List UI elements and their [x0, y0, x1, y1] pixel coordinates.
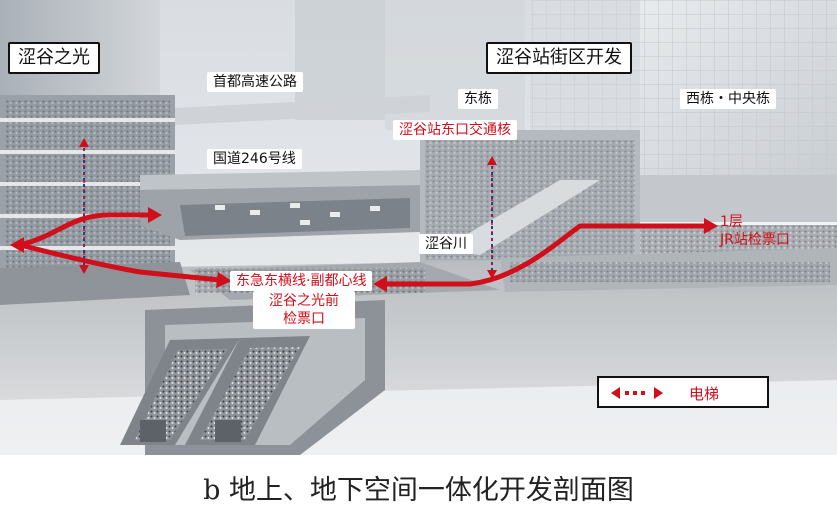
label-west-central-building: 西栋・中央栋 — [680, 89, 776, 109]
label-hikarie-gate: 涩谷之光前 检票口 — [253, 291, 355, 329]
label-expressway: 首都高速公路 — [207, 72, 303, 92]
road-deck — [140, 95, 430, 240]
label-tokyu-lines: 东急东横线·副都心线 — [230, 271, 373, 291]
label-jr-gate: 1层 JR站检票口 — [714, 212, 824, 250]
legend-label: 电梯 — [689, 385, 720, 403]
label-east-building: 东栋 — [458, 89, 498, 109]
label-jr-gate-line2: JR站检票口 — [720, 232, 790, 248]
label-shibuya-hikarie: 涩谷之光 — [8, 42, 100, 74]
label-hikarie-gate-line2: 检票口 — [283, 311, 325, 327]
elevator-shafts — [79, 138, 497, 279]
legend: 电梯 — [597, 376, 769, 408]
label-jr-gate-line1: 1层 — [720, 214, 743, 230]
subway-station — [120, 300, 385, 455]
label-shibuya-river: 涩谷川 — [419, 234, 473, 254]
label-east-exit-transit-core: 涩谷站东口交通核 — [393, 120, 517, 140]
label-route-246: 国道246号线 — [207, 149, 302, 169]
background-towers — [295, 0, 837, 175]
route-arrowheads — [10, 207, 718, 292]
label-hikarie-gate-line1: 涩谷之光前 — [269, 293, 339, 309]
elevator-legend-icon — [611, 387, 663, 399]
east-building-core — [420, 130, 640, 270]
cross-section-illustration — [0, 0, 837, 455]
pedestrian-routes — [17, 212, 708, 287]
label-district-development: 涩谷站街区开发 — [486, 42, 632, 74]
figure-caption: b 地上、地下空间一体化开发剖面图 — [203, 475, 634, 506]
